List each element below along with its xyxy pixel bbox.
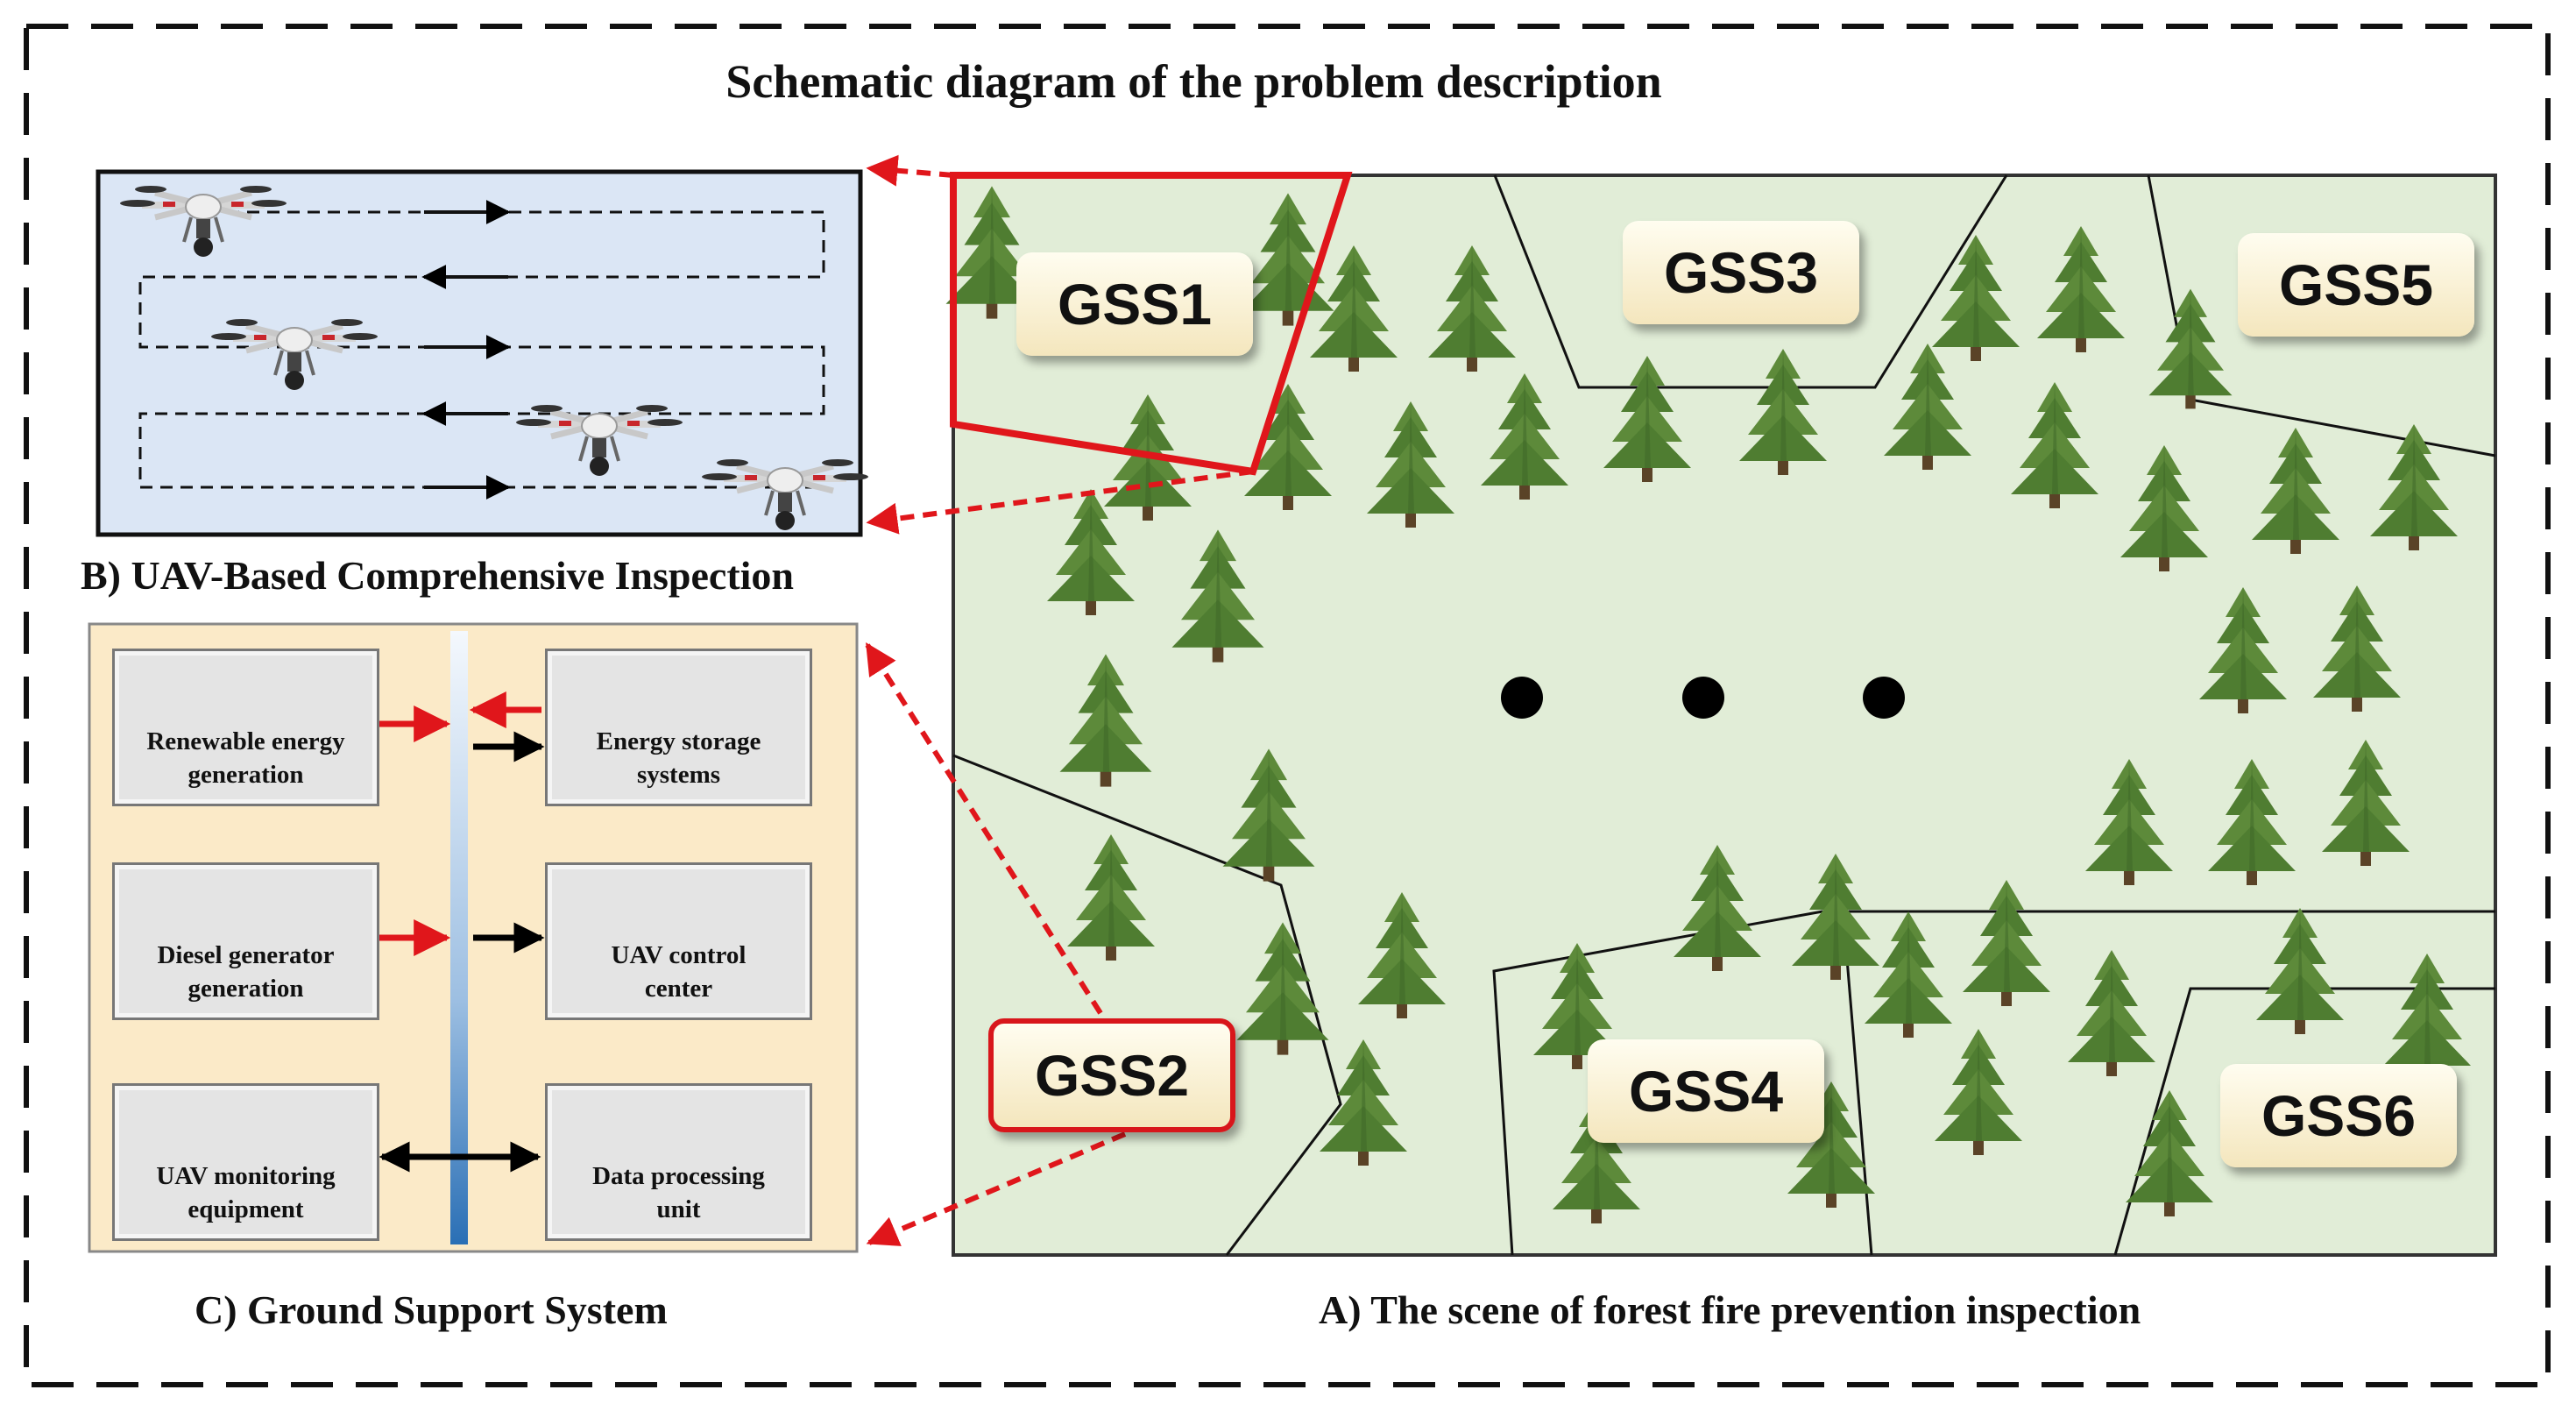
panel-connectors: [865, 154, 1254, 1246]
box-label-line: UAV monitoring: [156, 1162, 336, 1190]
renewable-energy-box: Renewable energy generation: [112, 649, 379, 806]
diagram-title: Schematic diagram of the problem descrip…: [725, 55, 1662, 108]
gss3-label: GSS3: [1623, 221, 1859, 324]
inspection-panel-background: [96, 169, 863, 537]
data-processing-box: Data processing unit: [545, 1083, 812, 1241]
inspection-panel: [96, 169, 868, 537]
gss6-label: GSS6: [2220, 1064, 2457, 1167]
power-bus-bar: [450, 631, 468, 1244]
box-label-line: unit: [656, 1195, 701, 1223]
box-label-line: Renewable energy: [146, 727, 345, 755]
panel-b-caption: B) UAV-Based Comprehensive Inspection: [81, 553, 795, 598]
gss4-label: GSS4: [1588, 1039, 1824, 1143]
energy-flow-arrows: [379, 691, 545, 1173]
box-label-line: Data processing: [592, 1162, 765, 1190]
continuation-dots: [1501, 677, 1905, 719]
box-label-line: Energy storage: [596, 727, 761, 755]
box-label-line: generation: [188, 975, 304, 1003]
box-label-line: equipment: [188, 1195, 304, 1223]
box-label-line: Diesel generator: [157, 941, 335, 969]
gss1-label: GSS1: [1016, 252, 1253, 356]
box-label-line: systems: [636, 761, 721, 789]
region-boundaries: [952, 174, 2496, 1256]
box-label-line: center: [644, 975, 713, 1003]
gss2-label: GSS2: [988, 1018, 1235, 1132]
panel-c-caption: C) Ground Support System: [195, 1287, 668, 1332]
flight-direction-arrows: [421, 200, 511, 500]
diesel-generator-box: Diesel generator generation: [112, 862, 379, 1020]
panel-a-caption: A) The scene of forest fire prevention i…: [1319, 1287, 2141, 1332]
box-label-line: generation: [188, 761, 304, 789]
outer-frame: [24, 24, 2551, 1387]
box-label-line: UAV control: [611, 941, 747, 969]
gss5-label: GSS5: [2238, 233, 2474, 337]
uav-control-center-box: UAV control center: [545, 862, 812, 1020]
uav-monitoring-box: UAV monitoring equipment: [112, 1083, 379, 1241]
energy-storage-box: Energy storage systems: [545, 649, 812, 806]
